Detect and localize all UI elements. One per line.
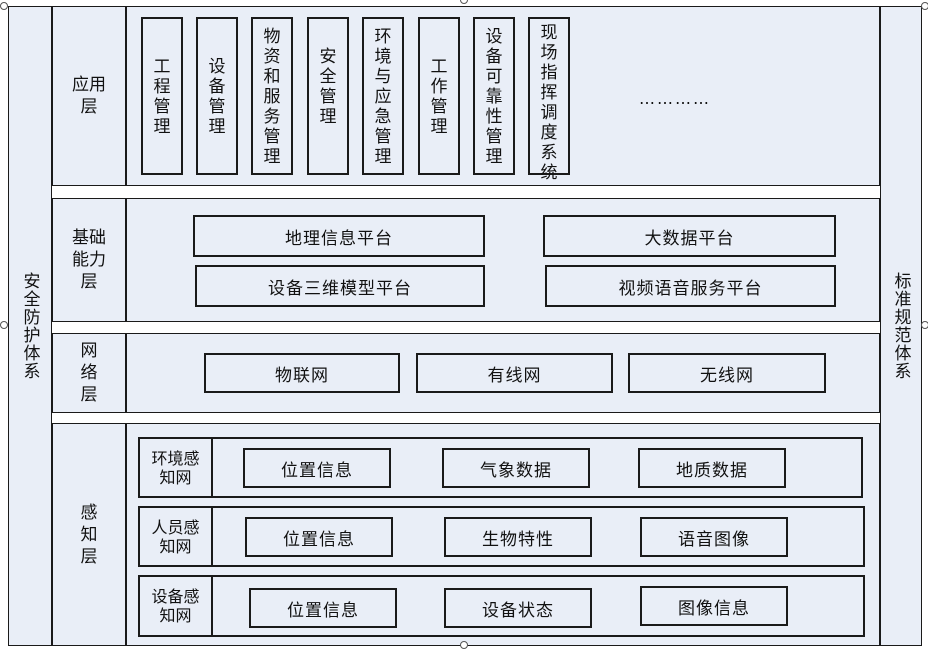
sensor-item: 气象数据 — [442, 448, 590, 488]
application-layer-label: 应用层 — [71, 75, 106, 117]
resize-handle[interactable] — [460, 0, 468, 4]
perception-row-label: 人员感知网 — [140, 508, 213, 565]
sensor-item: 地质数据 — [638, 448, 786, 488]
resize-handle[interactable] — [921, 321, 928, 329]
app-box-equipment-reliability: 设备可靠性管理 — [473, 17, 515, 175]
security-system-label: 安全防护体系 — [19, 272, 40, 380]
app-box-field-command: 现场指挥调度系统 — [528, 17, 570, 183]
sensor-item: 生物特性 — [444, 517, 592, 557]
app-label: 物资和服务管理 — [263, 27, 281, 167]
app-box-environment-emergency: 环境与应急管理 — [362, 17, 404, 175]
app-box-equipment: 设备管理 — [196, 17, 238, 175]
standards-system-panel: 标准规范体系 — [880, 6, 922, 646]
platform-video-voice: 视频语音服务平台 — [545, 265, 836, 307]
platform-bigdata: 大数据平台 — [543, 215, 836, 257]
perception-row-label: 设备感知网 — [140, 577, 213, 635]
perception-row-label: 环境感知网 — [140, 439, 213, 496]
capability-layer-label: 基础能力层 — [71, 228, 106, 292]
app-box-safety: 安全管理 — [307, 17, 349, 175]
app-box-work: 工作管理 — [418, 17, 460, 175]
application-ellipsis: ………… — [639, 88, 711, 108]
capability-layer-label-cell: 基础能力层 — [52, 198, 126, 322]
sensor-item: 设备状态 — [444, 588, 592, 628]
app-label: 安全管理 — [319, 47, 337, 127]
app-label: 工作管理 — [430, 57, 448, 137]
app-label: 现场指挥调度系统 — [540, 23, 558, 183]
resize-handle[interactable] — [921, 2, 928, 10]
sensor-item: 图像信息 — [640, 586, 788, 626]
app-box-materials-services: 物资和服务管理 — [251, 17, 293, 175]
security-system-panel: 安全防护体系 — [8, 6, 52, 646]
app-label: 工程管理 — [153, 57, 171, 137]
perception-layer-label: 感知层 — [80, 502, 98, 567]
perception-layer-label-cell: 感知层 — [52, 423, 126, 646]
app-box-engineering: 工程管理 — [141, 17, 183, 175]
platform-3d-model: 设备三维模型平台 — [195, 265, 485, 307]
platform-gis: 地理信息平台 — [193, 215, 485, 257]
network-wireless: 无线网 — [628, 353, 826, 393]
resize-handle[interactable] — [0, 321, 8, 329]
app-label: 设备可靠性管理 — [485, 27, 503, 167]
perception-row-label-text: 设备感知网 — [151, 587, 200, 625]
perception-row-label-text: 环境感知网 — [151, 448, 200, 487]
sensor-item: 位置信息 — [243, 448, 391, 488]
network-iot: 物联网 — [204, 353, 400, 393]
network-wired: 有线网 — [416, 353, 613, 393]
resize-handle[interactable] — [0, 2, 8, 10]
sensor-item: 位置信息 — [249, 588, 397, 628]
app-label: 环境与应急管理 — [374, 27, 392, 167]
sensor-item: 位置信息 — [245, 517, 393, 557]
app-label: 设备管理 — [208, 57, 226, 137]
network-layer-label-cell: 网络层 — [52, 333, 126, 413]
sensor-item: 语音图像 — [640, 517, 788, 557]
application-layer-label-cell: 应用层 — [52, 6, 126, 186]
perception-row-label-text: 人员感知网 — [151, 517, 200, 556]
resize-handle[interactable] — [460, 641, 468, 649]
standards-system-label: 标准规范体系 — [890, 272, 911, 380]
network-layer-label: 网络层 — [80, 341, 98, 405]
